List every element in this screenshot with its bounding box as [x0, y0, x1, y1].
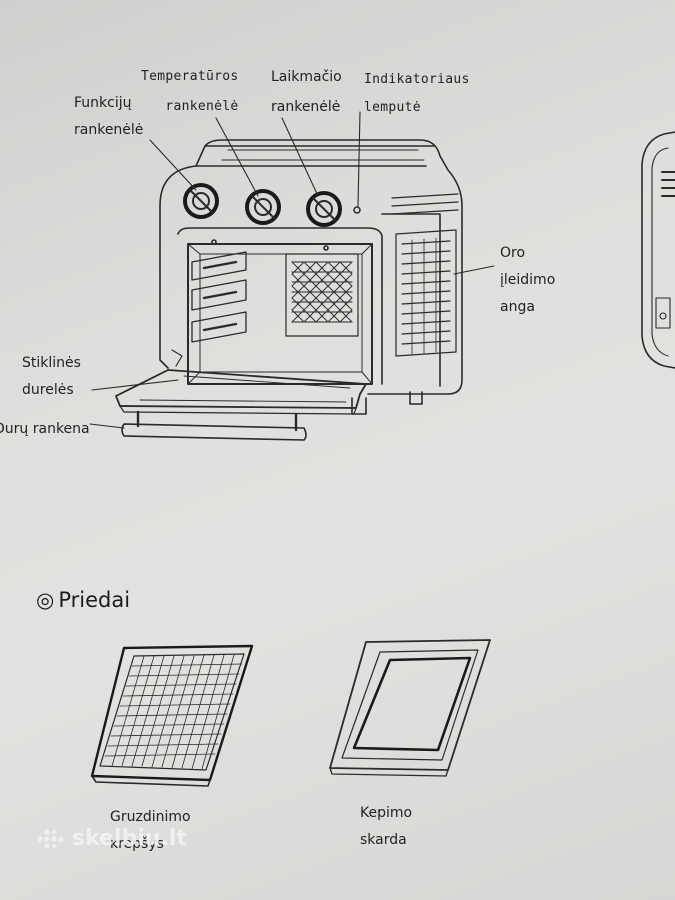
label-indicator-lamp: Indikatoriaus lemputė: [364, 72, 470, 115]
oven-cavity: [171, 239, 373, 385]
label-function-knob: Funkcijų rankenėlė: [74, 95, 144, 138]
air-inlet-vents: [391, 193, 459, 357]
function-knob: [183, 183, 219, 219]
oven-feet: [351, 391, 423, 415]
double-circle-icon: ◎: [36, 588, 55, 612]
dots-logo-icon: [36, 828, 66, 850]
door-handle: [121, 410, 307, 441]
label-baking-tray: Kepimo skarda: [360, 805, 413, 848]
leader-lines: [89, 111, 495, 429]
label-door-handle: Durų rankena: [0, 421, 90, 437]
glass-door: [115, 369, 367, 415]
label-air-inlet: Oro įleidimo anga: [500, 245, 556, 315]
watermark: skelbiu.lt: [36, 826, 187, 851]
indicator-lamp: [353, 206, 361, 214]
watermark-text: skelbiu.lt: [72, 826, 187, 851]
label-frying-basket: Gruzdinimo krepšys: [110, 809, 191, 852]
label-glass-door: Stiklinės durelės: [22, 355, 81, 398]
label-temperature-knob: Temperatūros rankenėlė: [141, 69, 239, 114]
section-title-text: Priedai: [58, 588, 131, 612]
label-timer-knob: Laikmačio rankenėlė: [271, 69, 342, 115]
baking-tray-drawing: [329, 639, 491, 777]
section-title-accessories: ◎ Priedai: [36, 588, 130, 612]
frying-basket-drawing: [90, 644, 254, 787]
side-view-partial: [641, 131, 675, 369]
temperature-knob: [245, 189, 281, 225]
timer-knob: [306, 191, 342, 227]
